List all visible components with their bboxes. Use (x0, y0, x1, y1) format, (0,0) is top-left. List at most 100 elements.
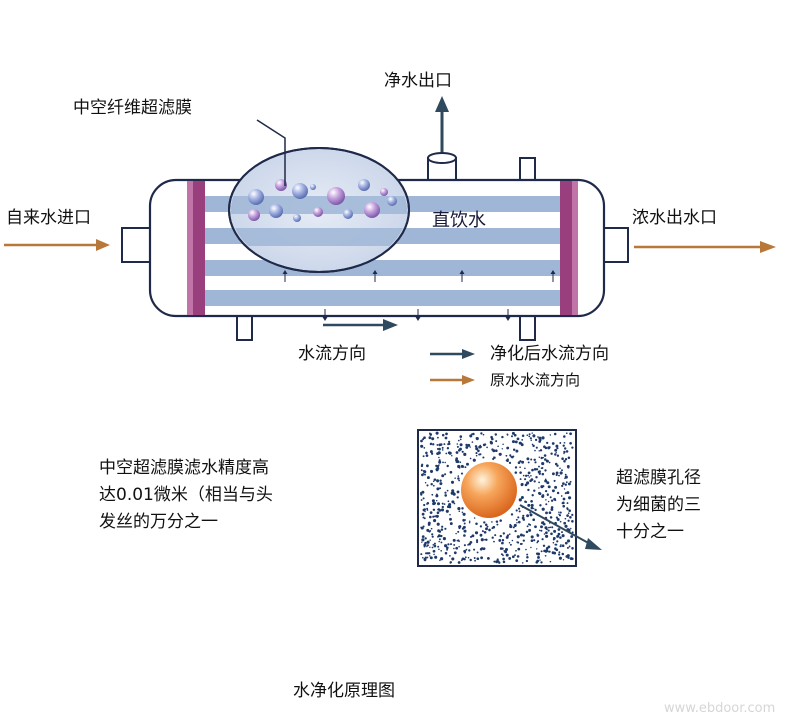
pore-dot (541, 507, 545, 511)
pore-dot (453, 502, 456, 505)
pore-dot (492, 525, 496, 529)
pore-dot (543, 533, 546, 535)
pore-dot (441, 474, 445, 478)
pore-dot (522, 514, 525, 517)
pore-dot (557, 532, 561, 536)
pore-dot (475, 539, 479, 542)
pore-dot (433, 501, 436, 505)
pore-dot (441, 525, 444, 528)
pore-dot (561, 534, 565, 538)
pore-dot (431, 546, 434, 549)
membrane-pore-box (417, 429, 577, 567)
pore-dot (550, 508, 554, 511)
pore-dot (460, 472, 464, 475)
pore-dot (479, 533, 483, 537)
small-flow-arrowhead (550, 270, 556, 274)
pore-dot (539, 559, 541, 561)
pore-dot (457, 439, 460, 442)
pore-dot (440, 528, 444, 531)
pore-dot (518, 507, 521, 510)
pore-dot (474, 531, 479, 535)
pore-dot (559, 520, 562, 523)
pore-dot (486, 556, 490, 560)
pore-dot (457, 477, 460, 480)
pore-dot (526, 457, 530, 461)
pore-dot (524, 467, 526, 470)
pore-dot (522, 474, 525, 477)
pore-dot (434, 515, 437, 518)
pore-dot (511, 431, 515, 435)
bubble (248, 209, 260, 221)
pore-dot (432, 500, 435, 503)
pore-dot (455, 457, 459, 460)
pore-dot (561, 544, 565, 548)
watermark: www.ebdoor.com (664, 701, 776, 716)
pore-dot (426, 464, 429, 468)
pore-dot (483, 530, 487, 534)
pore-dot (538, 529, 541, 532)
pore-dot (564, 473, 567, 476)
pore-dot (460, 559, 463, 562)
pore-dot (491, 536, 494, 539)
pore-dot (537, 540, 540, 543)
concentrate-outlet-label: 浓水出水口 (632, 208, 717, 228)
pore-dot (524, 474, 528, 478)
pore-dot (540, 485, 544, 489)
bubble-icon (248, 179, 397, 222)
pore-dot (564, 492, 567, 495)
pore-dot (549, 496, 552, 499)
pore-dot (569, 516, 572, 519)
pore-dot (566, 514, 569, 517)
pore-dot (420, 469, 423, 472)
pore-dot (467, 556, 470, 559)
pore-dot (432, 443, 435, 446)
small-flow-arrowhead (372, 270, 378, 274)
pore-dot (508, 461, 512, 465)
pore-dot (473, 557, 476, 559)
pore-dot (452, 538, 456, 542)
pore-dot (544, 446, 548, 450)
pore-dot (512, 448, 516, 451)
pore-dot (536, 559, 540, 563)
pore-dot (449, 517, 452, 521)
pore-dot (437, 545, 440, 548)
pore-dot (457, 561, 461, 564)
pore-dot (440, 508, 445, 512)
pore-dot (481, 530, 484, 533)
pore-dot (548, 526, 550, 529)
pore-dot (445, 546, 449, 550)
pore-dot (509, 454, 512, 457)
pore-dot (482, 547, 486, 551)
pore-dot (429, 450, 433, 454)
pore-dot (426, 476, 430, 480)
pore-dot (459, 438, 462, 441)
pore-dot (501, 541, 504, 545)
pore-dot (555, 444, 559, 448)
pore-dot (494, 449, 498, 453)
pore-dot (420, 553, 423, 556)
pore-dot (447, 543, 450, 546)
pore-dot (463, 534, 466, 537)
pore-dot (533, 458, 536, 462)
small-flow-arrowhead (505, 317, 511, 321)
pore-dot (437, 534, 441, 538)
pore-dot (456, 443, 459, 445)
pore-dot (519, 533, 523, 537)
pore-dot (421, 541, 423, 543)
pore-dot (440, 557, 444, 561)
pore-dot (571, 513, 574, 517)
pore-dot (554, 453, 557, 456)
pore-dot (553, 479, 556, 482)
pore-dot (461, 450, 464, 453)
pore-dot (545, 531, 548, 535)
pore-dot (511, 555, 515, 559)
pore-dot (544, 479, 548, 483)
pore-dot (560, 495, 563, 497)
pore-dot (499, 519, 502, 522)
pore-dot (519, 478, 522, 481)
pore-dot (457, 475, 460, 477)
pore-dot (538, 487, 540, 489)
pore-dot (565, 481, 568, 484)
pore-dot (540, 456, 543, 460)
pore-dot (495, 440, 498, 443)
